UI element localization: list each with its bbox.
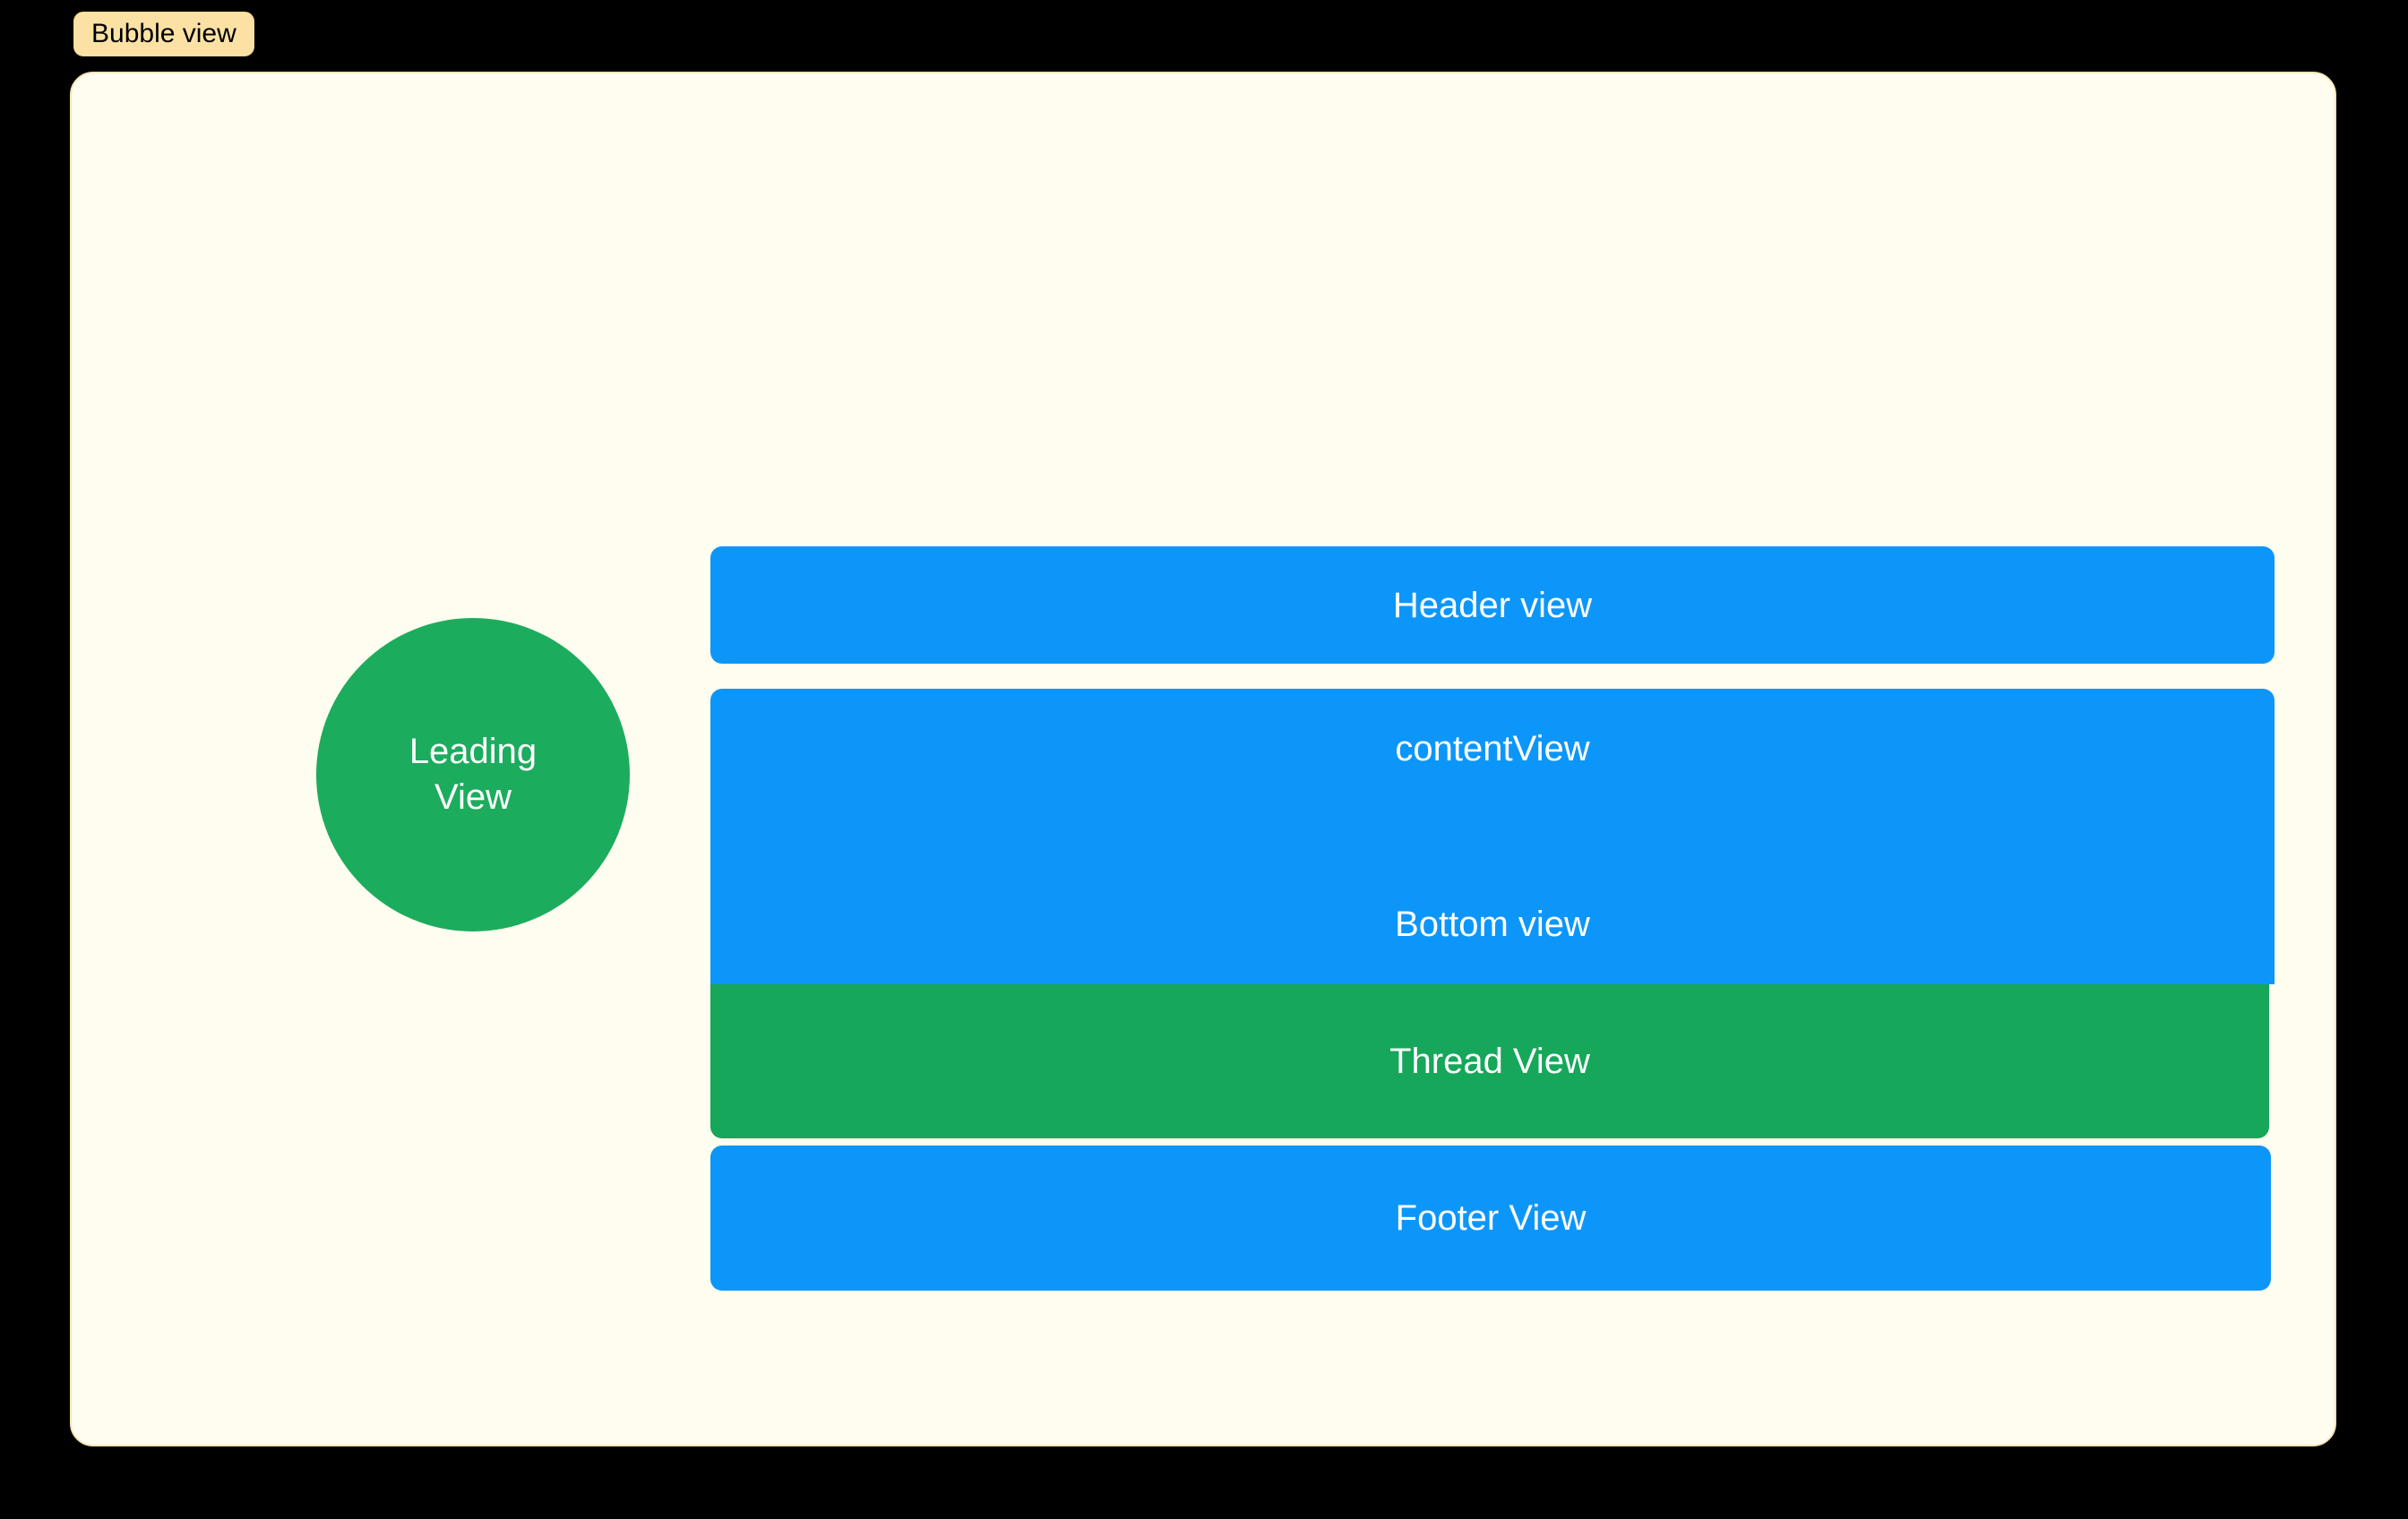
footer-view-label: Footer View: [1395, 1198, 1587, 1238]
leading-view-label-line2: View: [434, 777, 512, 817]
header-view-bar[interactable]: Header view: [710, 546, 2275, 664]
leading-view-circle[interactable]: Leading View: [316, 618, 630, 931]
header-content-spacer: [710, 664, 2275, 689]
thread-view-bar[interactable]: Thread View: [710, 984, 2269, 1138]
thread-footer-spacer: [710, 1138, 2275, 1146]
bottom-view-label: Bottom view: [1395, 905, 1590, 944]
leading-view-label-line1: Leading: [408, 731, 538, 771]
bubble-view-stack: Header view contentView Bottom view Thre…: [710, 546, 2275, 1291]
thread-view-label: Thread View: [1389, 1042, 1590, 1081]
content-view-block[interactable]: contentView Bottom view: [710, 689, 2275, 984]
bubble-view-container: Leading View Header view contentView Bot…: [70, 72, 2336, 1446]
header-view-label: Header view: [1392, 585, 1593, 625]
footer-view-bar[interactable]: Footer View: [710, 1146, 2271, 1291]
content-view-label: contentView: [1395, 729, 1590, 768]
bubble-view-badge-label: Bubble view: [91, 19, 236, 48]
bubble-view-badge[interactable]: Bubble view: [73, 12, 254, 56]
